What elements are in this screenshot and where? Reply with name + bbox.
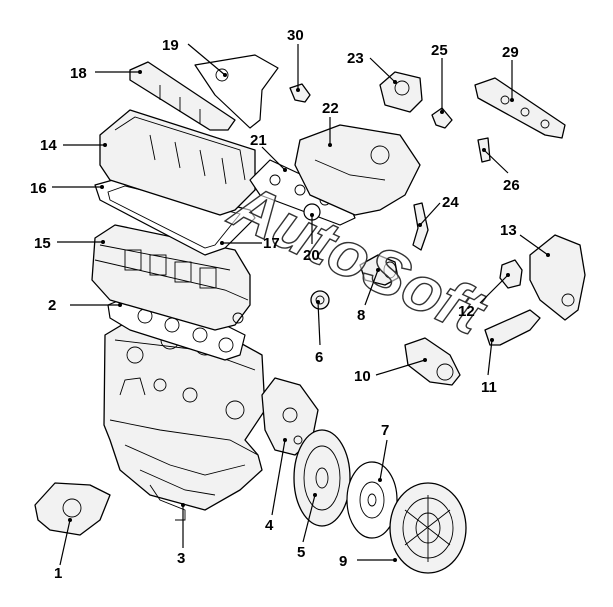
callout-29: 29 — [502, 44, 519, 61]
callout-21: 21 — [250, 132, 267, 149]
part-18-coil-rail — [129, 61, 236, 131]
callout-3: 3 — [177, 550, 185, 567]
callout-14: 14 — [40, 137, 57, 154]
callout-9: 9 — [339, 553, 347, 570]
part-7-clutch-disc — [346, 461, 398, 539]
callout-18: 18 — [70, 65, 87, 82]
part-5-flywheel — [293, 429, 351, 527]
callout-10: 10 — [354, 368, 371, 385]
callout-23: 23 — [347, 50, 364, 67]
part-9-pressure-plate — [389, 482, 467, 574]
part-19-timing-cover — [194, 54, 279, 129]
callout-16: 16 — [30, 180, 47, 197]
part-10-water-pump — [404, 337, 461, 386]
callout-20: 20 — [303, 247, 320, 264]
callout-19: 19 — [162, 37, 179, 54]
part-29-fuel-rail — [474, 77, 566, 139]
part-21-intake-gasket — [249, 159, 356, 226]
callout-labels: 1 2 3 4 5 6 7 8 9 10 11 12 13 14 15 16 1… — [30, 27, 520, 582]
callout-30: 30 — [287, 27, 304, 44]
part-6-thermostat — [310, 290, 330, 310]
callout-22: 22 — [322, 100, 339, 117]
callout-24: 24 — [442, 194, 459, 211]
part-1-oil-pump — [34, 482, 111, 536]
part-30-sensor — [289, 83, 311, 103]
callout-5: 5 — [297, 544, 305, 561]
callout-15: 15 — [34, 235, 51, 252]
part-13-engine-mount — [529, 234, 586, 321]
part-12-filter — [499, 259, 523, 289]
callout-2: 2 — [48, 297, 56, 314]
callout-25: 25 — [431, 42, 448, 59]
part-25-idle-valve — [431, 107, 453, 129]
part-23-throttle-body — [379, 71, 423, 113]
part-11-bracket — [484, 309, 541, 346]
callout-1: 1 — [54, 565, 62, 582]
callout-13: 13 — [500, 222, 517, 239]
callout-26: 26 — [503, 177, 520, 194]
callout-17: 17 — [263, 235, 280, 252]
callout-11: 11 — [481, 379, 497, 396]
leader-lines — [52, 43, 550, 566]
callout-8: 8 — [357, 307, 365, 324]
callout-4: 4 — [265, 517, 274, 534]
callout-12: 12 — [458, 303, 475, 320]
part-22-intake-manifold — [294, 124, 421, 216]
part-14-camshaft-cover — [99, 109, 256, 216]
callout-6: 6 — [315, 349, 323, 366]
callout-7: 7 — [381, 422, 389, 439]
